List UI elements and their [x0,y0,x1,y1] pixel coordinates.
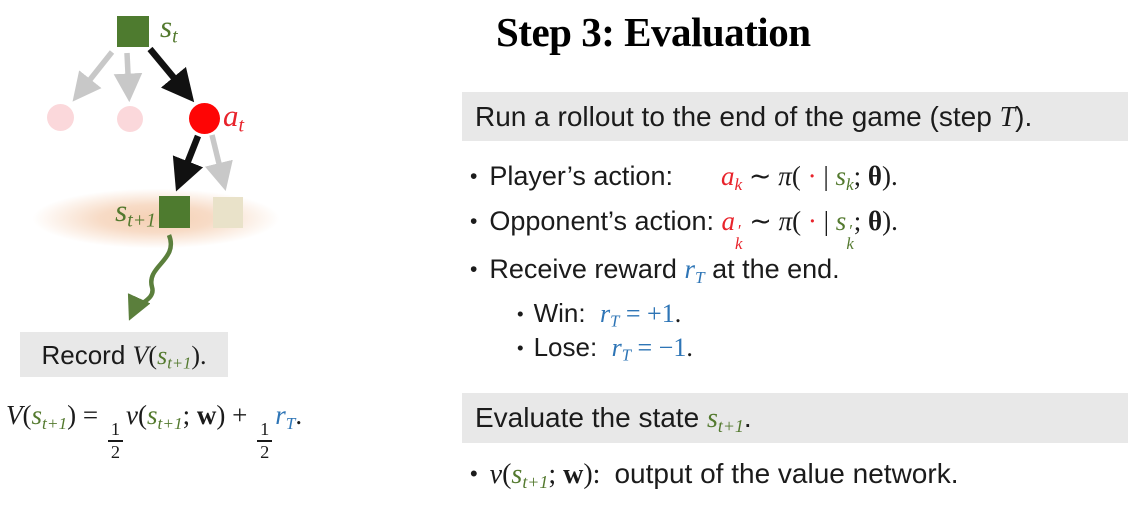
bullet-value-network: • v(st+1; w): output of the value network… [470,456,958,500]
lose-line: Lose: rT = −1. [533,332,693,365]
action-node-faded-2 [117,106,143,132]
bullet-icon: • [517,337,524,358]
action-node-at [189,103,220,134]
value-line: v(st+1; w): output of the value network. [489,458,959,493]
sub-bullet-win: • Win: rT = +1. [517,295,681,340]
label-st: st [160,9,178,48]
bullet-icon: • [470,165,478,188]
action-node-faded-1 [47,104,74,131]
bullet-icon: • [470,461,478,486]
player-action-label: Player’s action: [489,161,673,191]
reward-line: Receive reward rT at the end. [489,254,840,287]
arrow-st-to-at [147,46,195,103]
player-action-math: ak ∼ π( · | sk; θ). [720,161,898,194]
slide-title: Step 3: Evaluation [496,9,811,55]
label-st1: st+1 [115,193,156,232]
bullet-icon: • [470,258,478,281]
state-node-alt [213,197,243,228]
bullet-receive-reward: • Receive reward rT at the end. [470,251,840,296]
opponent-action-label: Opponent’s action: [489,206,722,236]
win-line: Win: rT = +1. [533,298,682,331]
record-value-box: Record V(st+1). [20,332,228,377]
opponent-action-math: a′k ∼ π( · | s′k; θ). [721,206,898,254]
arrow-at-to-st1 [172,134,204,192]
bullet-icon: • [470,210,478,233]
evaluate-header-box: Evaluate the state st+1. [462,393,1128,443]
arrow-st-to-child2 [113,52,143,103]
sub-bullet-lose: • Lose: rT = −1. [517,329,693,374]
bullet-icon: • [517,303,524,324]
label-at: at [223,98,245,137]
state-node-st1 [159,196,190,228]
bullet-opponent-action: • Opponent’s action: a′k ∼ π( · | s′k; θ)… [470,203,898,254]
arrow-at-to-alt-state [205,134,233,191]
rollout-header-box: Run a rollout to the end of the game (st… [462,92,1128,141]
state-node-st [117,16,149,47]
arrow-st-to-child1 [72,50,115,102]
bullet-player-action: • Player’s action: ak ∼ π( · | sk; θ). [470,158,898,203]
next-state-glow [30,188,282,249]
